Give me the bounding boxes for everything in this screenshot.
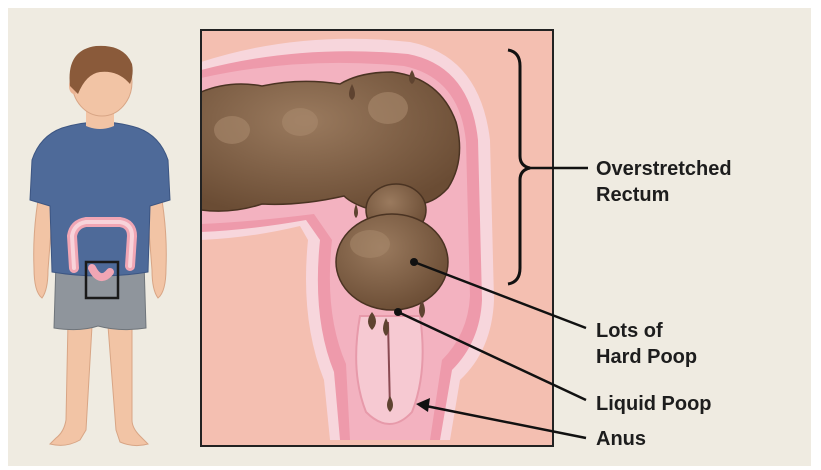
child-leg-right: [108, 322, 148, 446]
child-leg-left: [50, 322, 92, 445]
rectum-cross-section: [201, 30, 553, 446]
label-hard-poop-line1: Lots of: [596, 318, 697, 344]
label-overstretched-line2: Rectum: [596, 182, 732, 208]
label-hard-poop: Lots of Hard Poop: [596, 318, 697, 370]
child-figure: [30, 46, 170, 446]
label-anus: Anus: [596, 426, 646, 452]
child-shirt: [30, 122, 170, 276]
label-overstretched-line1: Overstretched: [596, 156, 732, 182]
label-overstretched-rectum: Overstretched Rectum: [596, 156, 732, 208]
label-hard-poop-line2: Hard Poop: [596, 344, 697, 370]
label-liquid-poop: Liquid Poop: [596, 391, 712, 417]
